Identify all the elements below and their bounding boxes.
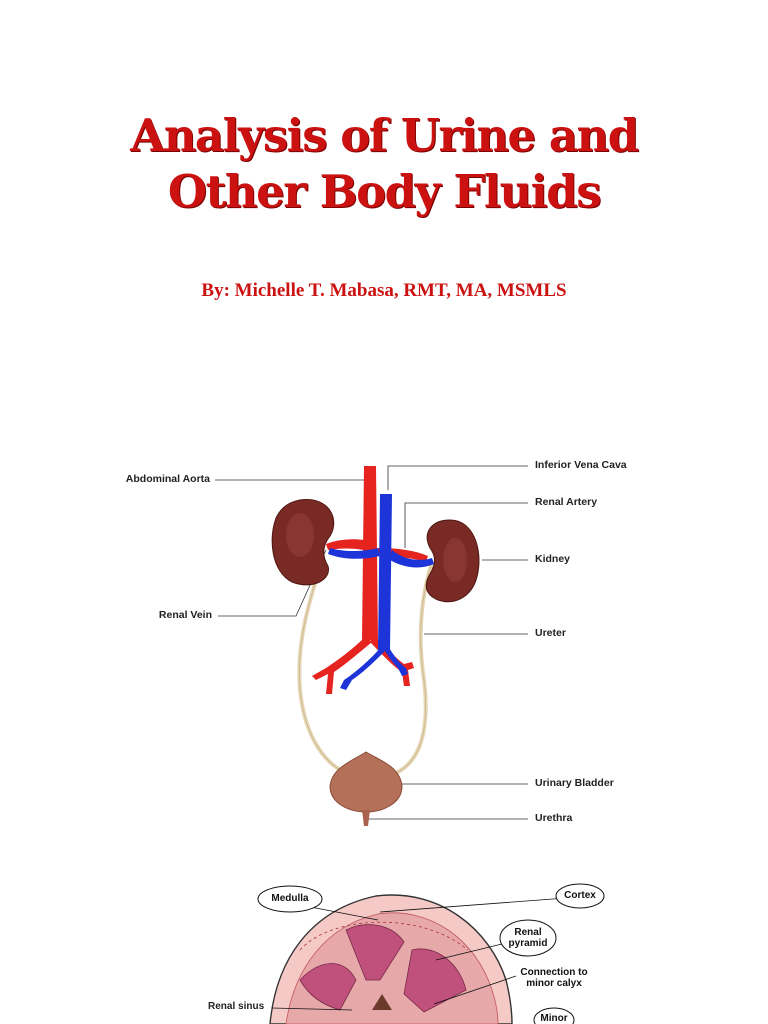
label-connection-minor-calyx: Connection to minor calyx — [520, 967, 588, 989]
renal-pyramid-3 — [403, 948, 467, 1013]
label-minor: Minor — [540, 1013, 568, 1024]
renal-pyramid-2 — [345, 924, 405, 981]
label-renal-artery: Renal Artery — [535, 496, 598, 508]
title-line-2: Other Body Fluids — [167, 165, 602, 218]
label-renal-vein: Renal Vein — [158, 609, 212, 621]
cortex-bubble — [555, 883, 605, 909]
leader-renal-sinus — [271, 1007, 353, 1011]
label-renal-sinus: Renal sinus — [208, 1001, 265, 1012]
label-ureter: Ureter — [535, 627, 566, 639]
label-inferior-vena-cava: Inferior Vena Cava — [535, 459, 627, 471]
left-renal-artery — [326, 539, 364, 550]
minor-bubble — [533, 1007, 575, 1024]
leader-inferior-vena-cava — [387, 465, 528, 490]
medulla-bubble — [257, 885, 323, 913]
leader-renal-pyramid — [435, 943, 503, 961]
label-renal-pyramid: Renal pyramid — [508, 927, 548, 949]
label-cortex: Cortex — [564, 890, 596, 901]
label-medulla: Medulla — [271, 893, 309, 904]
leader-connection-minor-calyx — [433, 975, 517, 1005]
title-line-1: Analysis of Urine and — [130, 109, 639, 162]
label-urethra: Urethra — [535, 812, 573, 824]
leader-cortex — [379, 897, 567, 913]
urethra — [362, 810, 370, 826]
right-iliac-vein — [384, 646, 408, 676]
left-iliac-artery — [312, 636, 372, 694]
urinary-bladder — [329, 751, 403, 813]
right-renal-vein — [390, 550, 434, 568]
renal-pyramid-bubble — [499, 919, 557, 957]
label-abdominal-aorta: Abdominal Aorta — [125, 473, 210, 485]
label-kidney: Kidney — [535, 553, 571, 565]
left-renal-vein — [328, 548, 380, 559]
slide-title: Analysis of Urine and Other Body Fluids — [0, 108, 768, 220]
inferior-vena-cava — [378, 494, 392, 650]
author-byline: By: Michelle T. Mabasa, RMT, MA, MSMLS — [201, 280, 567, 301]
leader-renal-artery — [404, 502, 528, 548]
left-iliac-vein — [340, 646, 386, 690]
kidney-cross-section — [257, 883, 605, 1024]
renal-pyramid-1 — [299, 963, 357, 1011]
label-urinary-bladder: Urinary Bladder — [535, 777, 614, 789]
